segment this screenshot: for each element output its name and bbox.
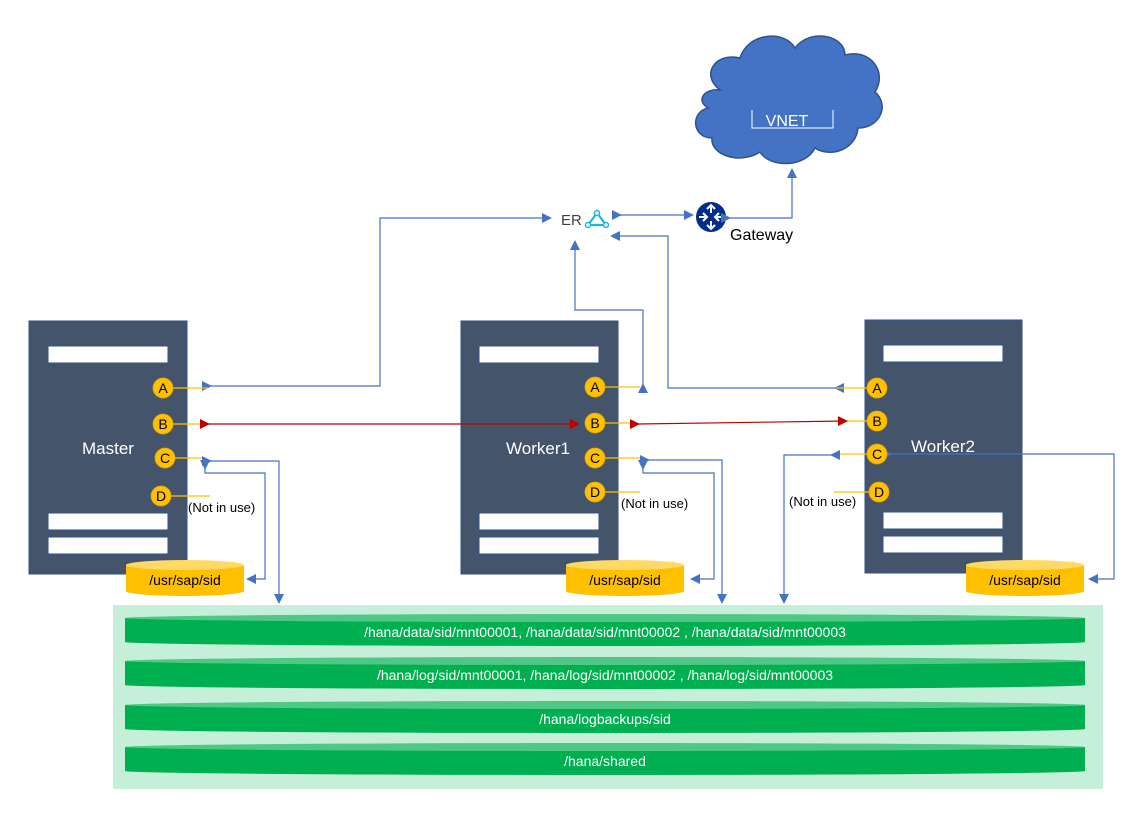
expressroute: ER [561, 209, 610, 229]
port-label: B [158, 416, 167, 432]
server-name: Worker1 [506, 439, 570, 458]
port-label: D [874, 484, 884, 500]
port-label: C [590, 450, 600, 466]
worker2-c-to-storage [779, 450, 840, 604]
port-c: C [154, 447, 176, 469]
port-label: C [160, 450, 170, 466]
network-links [202, 168, 844, 393]
vnet-label: VNET [766, 113, 809, 130]
not-in-use-note: (Not in use) [789, 494, 856, 509]
ports: A B C D A B C D A B C D [150, 376, 890, 507]
usr-sap-disk: /usr/sap/sid [126, 560, 244, 596]
server-worker1[interactable]: Worker1 [460, 320, 619, 575]
gateway-vnet-link [721, 168, 797, 223]
gateway: Gateway [696, 202, 793, 244]
shared-volume: /hana/data/sid/mnt00001, /hana/data/sid/… [125, 614, 1085, 646]
port-b: B [584, 412, 606, 434]
server-master[interactable]: Master [28, 320, 188, 575]
volume-label: /hana/logbackups/sid [539, 711, 671, 727]
volume-label: /hana/shared [564, 753, 646, 769]
gateway-label: Gateway [730, 227, 793, 244]
disk-label: /usr/sap/sid [149, 572, 221, 588]
server-worker2[interactable]: Worker2 [864, 319, 1023, 574]
shared-volume: /hana/logbackups/sid [125, 701, 1085, 733]
worker2-er-link [610, 231, 844, 393]
port-label: B [590, 415, 599, 431]
not-in-use-note: (Not in use) [621, 496, 688, 511]
port-label: D [590, 484, 600, 500]
shared-volume: /hana/log/sid/mnt00001, /hana/log/sid/mn… [125, 657, 1085, 689]
expressroute-icon [584, 209, 610, 229]
disk-label: /usr/sap/sid [589, 572, 661, 588]
local-disks: /usr/sap/sid/usr/sap/sid/usr/sap/sid [126, 560, 1084, 596]
port-b: B [152, 413, 174, 435]
cloud-icon [694, 35, 883, 165]
usr-sap-disk: /usr/sap/sid [966, 560, 1084, 596]
port-c: C [584, 447, 606, 469]
port-b: B [866, 410, 888, 432]
port-label: A [872, 380, 882, 396]
port-label: A [158, 380, 168, 396]
shared-volumes: /hana/data/sid/mnt00001, /hana/data/sid/… [125, 614, 1085, 775]
port-d: D [868, 481, 890, 503]
worker2-c-to-usr-sap [882, 449, 1115, 584]
server-name: Worker2 [911, 437, 975, 456]
port-c: C [866, 443, 888, 465]
master-er-link [202, 213, 552, 391]
c-storage-links [200, 449, 1115, 604]
port-a: A [584, 376, 606, 398]
disk-label: /usr/sap/sid [989, 572, 1061, 588]
gateway-router-icon [696, 202, 726, 232]
vnet-cloud: VNET [694, 35, 883, 165]
port-label: A [590, 379, 600, 395]
port-a: A [866, 377, 888, 399]
er-label: ER [561, 212, 582, 229]
volume-label: /hana/log/sid/mnt00001, /hana/log/sid/mn… [377, 667, 833, 683]
worker1-worker2-b-link [629, 416, 848, 430]
port-label: D [156, 488, 166, 504]
b-network-links [200, 416, 848, 430]
port-label: B [872, 413, 881, 429]
volume-label: /hana/data/sid/mnt00001, /hana/data/sid/… [364, 624, 846, 640]
shared-volume: /hana/shared [125, 743, 1085, 775]
port-d: D [150, 485, 172, 507]
server-name: Master [82, 439, 134, 458]
port-a: A [152, 377, 174, 399]
port-d: D [584, 481, 606, 503]
port-label: C [872, 446, 882, 462]
not-in-use-note: (Not in use) [188, 500, 255, 515]
usr-sap-disk: /usr/sap/sid [566, 560, 684, 596]
